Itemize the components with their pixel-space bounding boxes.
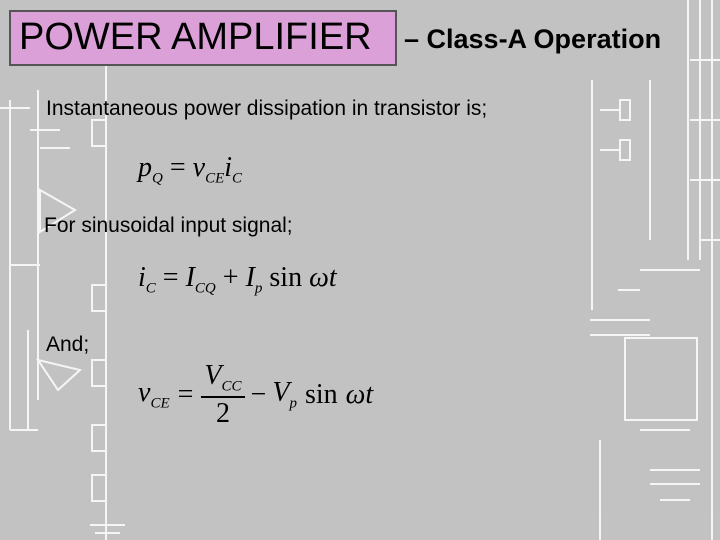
text-line-2: For sinusoidal input signal; <box>44 214 293 237</box>
slide-title: POWER AMPLIFIER <box>19 16 372 58</box>
equation-power-dissipation: pQ = vCEiC <box>138 152 243 187</box>
equation-collector-current: iC = ICQ + Ip sin ωt <box>138 262 337 297</box>
title-highlight-box <box>9 10 397 66</box>
fraction: VCC 2 <box>201 360 245 430</box>
equation-collector-emitter-voltage: vCE = VCC 2 − Vp sin ωt <box>138 360 374 430</box>
slide-subtitle: – Class-A Operation <box>404 24 662 54</box>
text-line-1: Instantaneous power dissipation in trans… <box>46 97 488 120</box>
text-line-3: And; <box>46 333 90 356</box>
